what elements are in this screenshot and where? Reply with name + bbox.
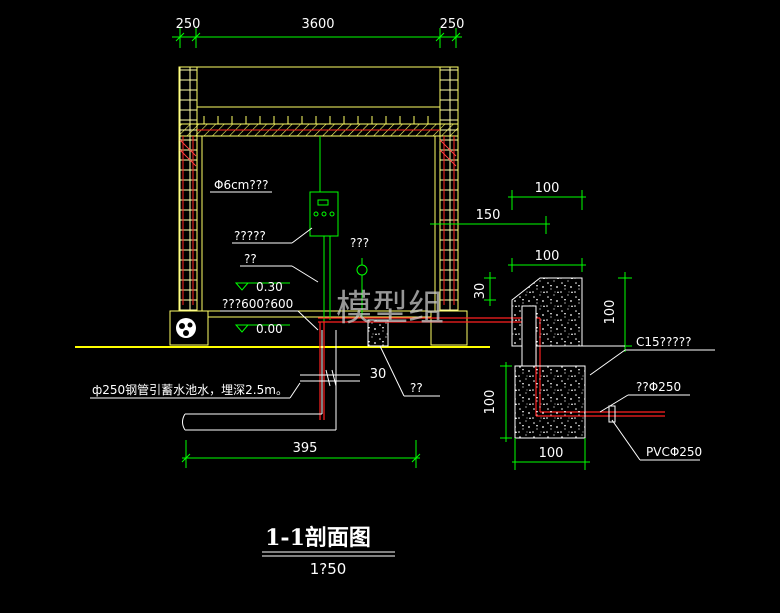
valve: [356, 258, 368, 318]
parapet: [196, 66, 441, 108]
leader-lines: [90, 191, 715, 461]
dim-top-center: 3600: [301, 17, 334, 32]
pump-base: [367, 319, 389, 347]
steel-pipe: [182, 330, 337, 431]
concrete-structures: [511, 277, 586, 439]
top-dimension: [172, 28, 462, 48]
label-cabinet: ?????: [234, 229, 266, 243]
label-valve: ???: [350, 236, 369, 250]
dim-top-right: 250: [440, 17, 465, 32]
level-030: 0.30: [256, 280, 283, 294]
pump-house: [169, 66, 468, 346]
left-footing: [169, 310, 209, 346]
dim-top-left: 250: [176, 17, 201, 32]
watermark: 模型组: [336, 288, 444, 329]
left-wall-hatch: [179, 139, 457, 167]
drawing-title: 1-1剖面图: [265, 525, 371, 551]
left-brick-wall: [178, 66, 198, 312]
column-rebar: [182, 129, 455, 305]
dim-395: 395: [293, 441, 318, 456]
dim-100-right: 100: [603, 300, 618, 325]
dim-150: 150: [476, 208, 501, 223]
right-brick-wall: [439, 66, 459, 312]
drawing-scale: 1?50: [310, 560, 347, 578]
pvc-joint: [608, 405, 616, 423]
dim-30: 30: [473, 283, 488, 300]
label-hole: Φ6cm???: [214, 178, 268, 192]
title-underline: [262, 551, 395, 557]
dim-30-pipe: 30: [370, 367, 387, 382]
rock-icon: [176, 318, 196, 338]
right-footing: [430, 310, 468, 346]
lower-concrete-block: [514, 365, 586, 439]
label-slab: ???600?600: [222, 297, 293, 311]
roof-tick-marks: [203, 116, 429, 124]
floor-slab: [207, 310, 432, 318]
concrete-channel: [521, 305, 537, 367]
label-pipe-250: ??Φ250: [636, 380, 681, 394]
label-pvc: PVCΦ250: [646, 445, 702, 459]
label-steel-pipe: ф250钢管引蓄水池水，埋深2.5m。: [92, 382, 288, 397]
label-concrete: C15?????: [636, 335, 692, 349]
level-000: 0.00: [256, 322, 283, 336]
bottom-dimension: [181, 440, 421, 468]
roof-ticks: [197, 106, 440, 125]
dim-100-left: 100: [483, 390, 498, 415]
pipe-break-symbol: [300, 369, 360, 387]
label-bottom: ??: [410, 381, 423, 395]
right-dimensions: [430, 190, 632, 470]
level-markers: [234, 282, 290, 333]
control-cabinet: [309, 136, 339, 330]
dim-100-bottom: 100: [539, 446, 564, 461]
label-pipe: ??: [244, 252, 257, 266]
dim-100-top: 100: [535, 181, 560, 196]
dim-100-mid: 100: [535, 249, 560, 264]
